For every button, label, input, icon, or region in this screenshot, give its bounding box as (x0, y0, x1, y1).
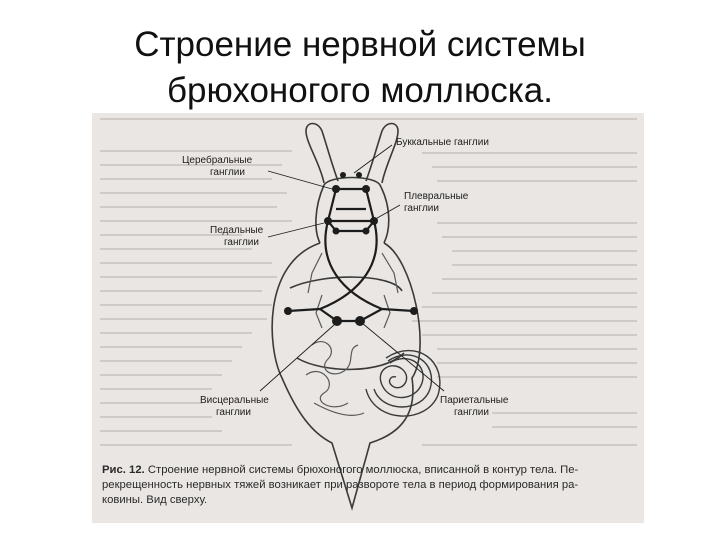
pedal-ganglion-left (324, 217, 332, 225)
snail-nervous-system-diagram: Буккальные ганглии Церебральные ганглии … (92, 113, 644, 523)
label-cerebral-ganglia-line2: ганглии (210, 167, 245, 178)
label-pleural-ganglia-line1: Плевральные (404, 191, 469, 202)
label-cerebral-ganglia-line1: Церебральные (182, 154, 253, 166)
shell-spiral (366, 351, 440, 417)
cerebral-ganglion-left (332, 185, 340, 193)
label-parietal-ganglia-line1: Париетальные (440, 395, 509, 406)
caption-text: Строение нервной системы брюхоногого мол… (102, 464, 578, 506)
nerve-cords (288, 189, 414, 321)
label-pleural-ganglia-line2: ганглии (404, 203, 439, 214)
buccal-ganglion-right (356, 172, 362, 178)
label-pedal-ganglia-line2: ганглии (224, 237, 259, 248)
scanned-figure: Буккальные ганглии Церебральные ганглии … (92, 113, 644, 523)
parietal-ganglion-left (284, 307, 292, 315)
label-pedal-ganglia-line1: Педальные (210, 225, 264, 236)
label-parietal-ganglia-line2: ганглии (454, 407, 489, 418)
caption-figure-number: Рис. 12. (102, 464, 145, 476)
body-outline (272, 124, 420, 509)
figure-caption: Рис. 12. Строение нервной системы брюхон… (102, 463, 637, 508)
cerebral-ganglion-right (362, 185, 370, 193)
visceral-ganglion-left (332, 316, 342, 326)
pedal-ganglion-lower-right (363, 228, 370, 235)
label-visceral-ganglia-line1: Висцеральные (200, 395, 269, 406)
slide-title: Строение нервной системы брюхоногого мол… (0, 22, 720, 114)
label-visceral-ganglia-line2: ганглии (216, 407, 251, 418)
buccal-ganglion-left (340, 172, 346, 178)
parietal-ganglion-right (410, 307, 418, 315)
pedal-ganglion-lower-left (333, 228, 340, 235)
label-buccal-ganglia: Буккальные ганглии (396, 137, 489, 148)
ganglia (284, 172, 418, 326)
